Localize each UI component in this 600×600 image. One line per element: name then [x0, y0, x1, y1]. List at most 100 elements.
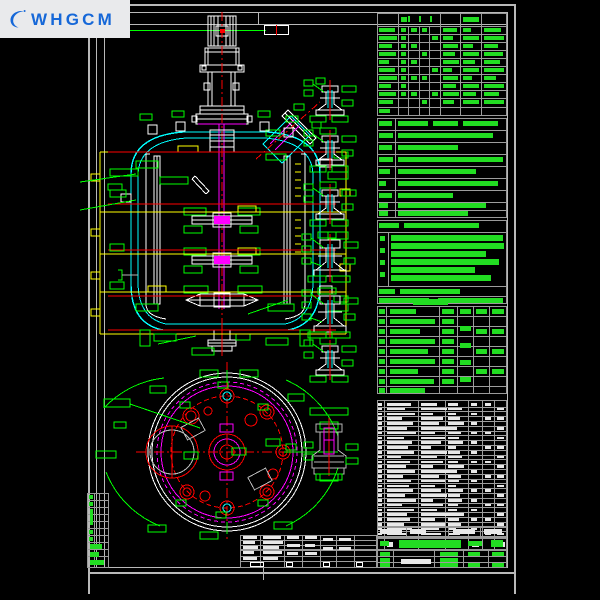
bom-cell-material	[421, 475, 439, 478]
title-block-header-row	[377, 526, 507, 538]
bom-cell-index	[378, 460, 382, 464]
bom-cell-spec	[448, 503, 458, 507]
bom-cell-spec	[448, 475, 461, 478]
bom-cell-description	[387, 503, 402, 507]
bom-cell-index	[378, 436, 382, 440]
top-leader-line	[106, 30, 266, 31]
bom-cell-qty	[471, 431, 477, 435]
bom-cell-spec	[448, 451, 460, 454]
bom-cell-material	[421, 494, 447, 497]
bom-cell-description	[387, 489, 413, 492]
side-inlet-nozzle-detail	[269, 119, 300, 151]
bom-cell-description	[387, 431, 416, 435]
bom-cell-material	[421, 431, 435, 435]
bom-cell-description	[387, 494, 405, 497]
bom-cell-spec	[448, 417, 460, 420]
baffle-left	[153, 155, 161, 305]
bom-cell-description	[387, 470, 415, 473]
bom-cell-material	[421, 436, 445, 440]
top-leader-centermark	[276, 25, 277, 35]
bom-cell-description	[387, 479, 411, 483]
bom-cell-material	[421, 455, 437, 459]
bom-cell-description	[387, 427, 407, 430]
bom-cell-description	[387, 499, 416, 502]
view-direction-marker	[118, 269, 123, 281]
bom-cell-qty	[471, 470, 477, 473]
bom-cell-material	[421, 427, 449, 430]
vessel-shell-outer	[130, 131, 321, 331]
bom-cell-remark	[497, 436, 504, 440]
section-reference-lines	[108, 151, 336, 331]
bom-cell-qty	[471, 460, 477, 464]
bom-cell-remark	[497, 446, 504, 449]
bom-cell-spec	[448, 470, 457, 473]
drawing-sheet	[79, 4, 516, 594]
bom-cell-material	[421, 441, 441, 444]
top-head-nozzle-tags	[139, 110, 299, 123]
bom-cell-description	[387, 407, 405, 411]
bom-cell-index	[378, 427, 382, 430]
bom-cell-spec	[448, 431, 461, 435]
sheet-border-right	[514, 4, 516, 594]
plan-view-nozzles	[179, 388, 291, 516]
nozzle-schedule-frame	[377, 118, 507, 218]
impeller-upper-hub	[214, 216, 230, 224]
bom-cell-description	[387, 436, 404, 440]
bom-cell-description	[387, 417, 402, 420]
nozzle-detail-3	[303, 181, 357, 227]
bom-cell-weight	[485, 460, 491, 464]
bom-cell-material	[421, 460, 443, 464]
bom-cell-spec	[448, 518, 459, 521]
nozzle-detail-6	[303, 337, 357, 383]
plan-view-baffles	[180, 417, 273, 491]
sheet-inner-border-right	[507, 12, 508, 568]
sheet-inner-border-left	[104, 12, 105, 568]
drawing-title-row	[377, 538, 507, 550]
bom-cell-remark	[497, 407, 504, 411]
bom-cell-material	[421, 422, 439, 425]
sheet-border-bottom	[88, 572, 516, 574]
main-elevation-view	[79, 12, 359, 542]
bom-cell-index	[378, 475, 382, 478]
bom-cell-description	[387, 518, 410, 521]
bom-cell-spec	[448, 427, 457, 430]
bom-cell-qty	[471, 518, 477, 521]
annotation-labels-elevation	[79, 160, 349, 346]
signature-block-frame	[240, 550, 377, 568]
bom-cell-spec	[448, 436, 459, 440]
plan-view-shaft-hub	[219, 423, 234, 481]
bom-cell-spec	[448, 441, 463, 444]
jacket-hatching	[295, 163, 301, 253]
bom-cell-spec	[448, 460, 458, 464]
bom-cell-spec	[448, 527, 456, 531]
bom-cell-description	[387, 403, 411, 406]
bom-cell-spec	[448, 484, 456, 488]
bottom-outlet-detail-view	[303, 407, 359, 481]
bom-cell-index	[378, 503, 382, 507]
bom-cell-remark	[497, 417, 504, 420]
bom-cell-material	[421, 484, 435, 488]
nozzle-detail-5	[301, 287, 359, 339]
bom-cell-qty	[471, 499, 477, 502]
sheet-border-top	[88, 4, 516, 6]
title-block-frame	[377, 550, 507, 568]
bom-cell-spec	[448, 513, 464, 516]
bom-cell-index	[378, 407, 382, 411]
sheet-inner-border-top	[104, 12, 508, 13]
bom-cell-material	[421, 523, 445, 526]
bom-cell-weight	[485, 503, 491, 507]
bom-cell-remark	[497, 494, 504, 497]
bom-cell-description	[387, 455, 401, 459]
drawing-title-text	[399, 540, 461, 548]
bom-cell-qty	[471, 508, 477, 512]
revision-table-frame	[87, 493, 109, 568]
bom-cell-spec	[448, 508, 457, 512]
component-spec-frame	[377, 306, 507, 394]
bom-cell-index	[378, 455, 382, 459]
bom-cell-description	[387, 484, 409, 488]
bom-cell-qty	[471, 441, 477, 444]
bom-cell-spec	[448, 465, 464, 468]
bom-cell-index	[378, 470, 382, 473]
signature-block-upper	[240, 535, 377, 550]
top-head-nozzles	[147, 121, 294, 138]
